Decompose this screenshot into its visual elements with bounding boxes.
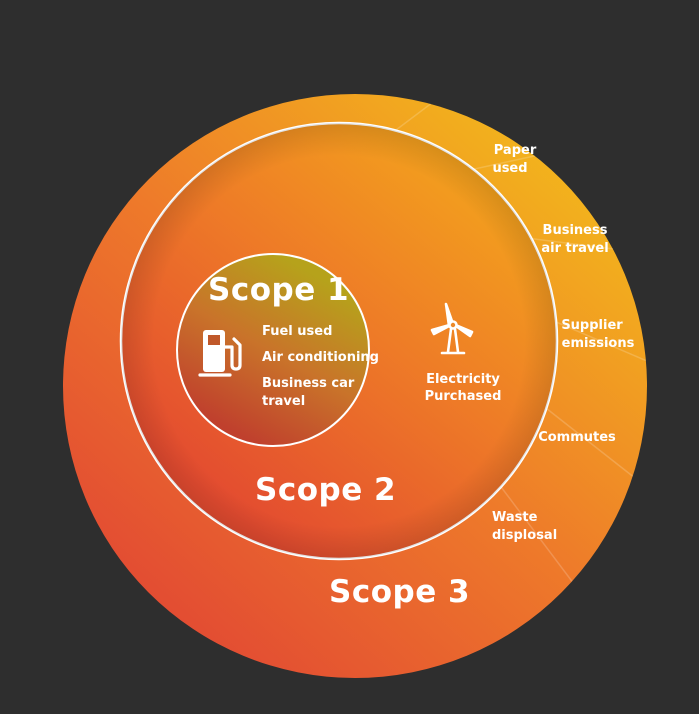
scope1-item-business-car: Business car (262, 376, 355, 391)
scope3-segment-supplier-emissions-line2: emissions (561, 336, 635, 351)
scope3-divider-1 (394, 103, 432, 132)
scope3-segment-commutes: Commutes (538, 430, 616, 445)
scope3-divider-4 (555, 321, 647, 362)
scope2-item-electricity: Electricity (426, 372, 500, 387)
fuel-pump-icon (198, 330, 242, 377)
scope3-divider-3 (531, 237, 613, 250)
scope3-divider-2 (473, 155, 535, 170)
scope2-item-purchased: Purchased (424, 389, 502, 404)
scope3-segment-business-air-travel-line1: Business (542, 223, 608, 238)
scope1-item-travel: travel (262, 394, 306, 409)
scope3-segment-business-air-travel-line2: air travel (541, 241, 609, 256)
scope3-segment-waste-disposal-line1: Waste (492, 510, 538, 525)
scope3-segment-paper-used-line1: Paper (493, 143, 537, 158)
scope2-title: Scope 2 (255, 472, 397, 508)
scope1-title: Scope 1 (208, 272, 350, 308)
wind-turbine-icon (430, 302, 474, 355)
scope1-inner-circle (176, 253, 370, 447)
scope3-divider-6 (500, 486, 573, 582)
scope1-item-fuel-used: Fuel used (262, 324, 333, 339)
scope3-segment-supplier-emissions-line1: Supplier (561, 318, 623, 333)
scope3-title: Scope 3 (329, 574, 471, 610)
scope3-divider-5 (545, 407, 634, 477)
scope3-segment-paper-used-line2: used (492, 161, 528, 176)
scope3-segment-waste-disposal-line2: displosal (492, 528, 558, 543)
scope3-segment-dividers (394, 103, 647, 582)
scope1-item-air-conditioning: Air conditioning (262, 350, 379, 365)
